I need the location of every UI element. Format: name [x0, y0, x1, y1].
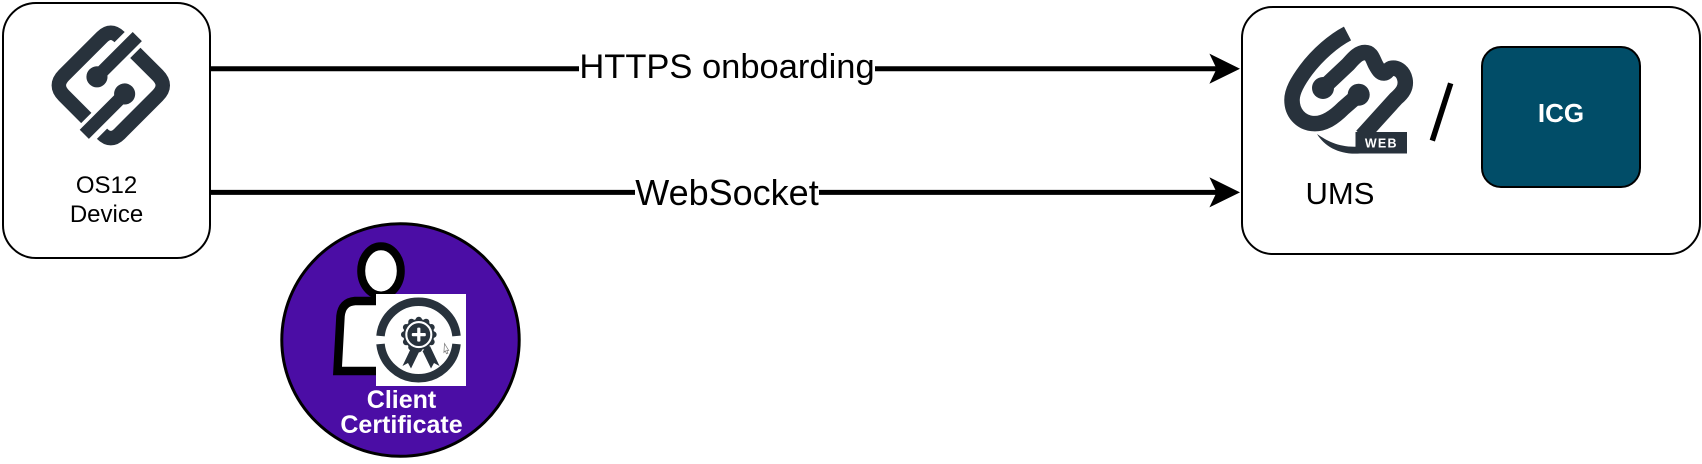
- svg-text:WEB: WEB: [1365, 136, 1398, 150]
